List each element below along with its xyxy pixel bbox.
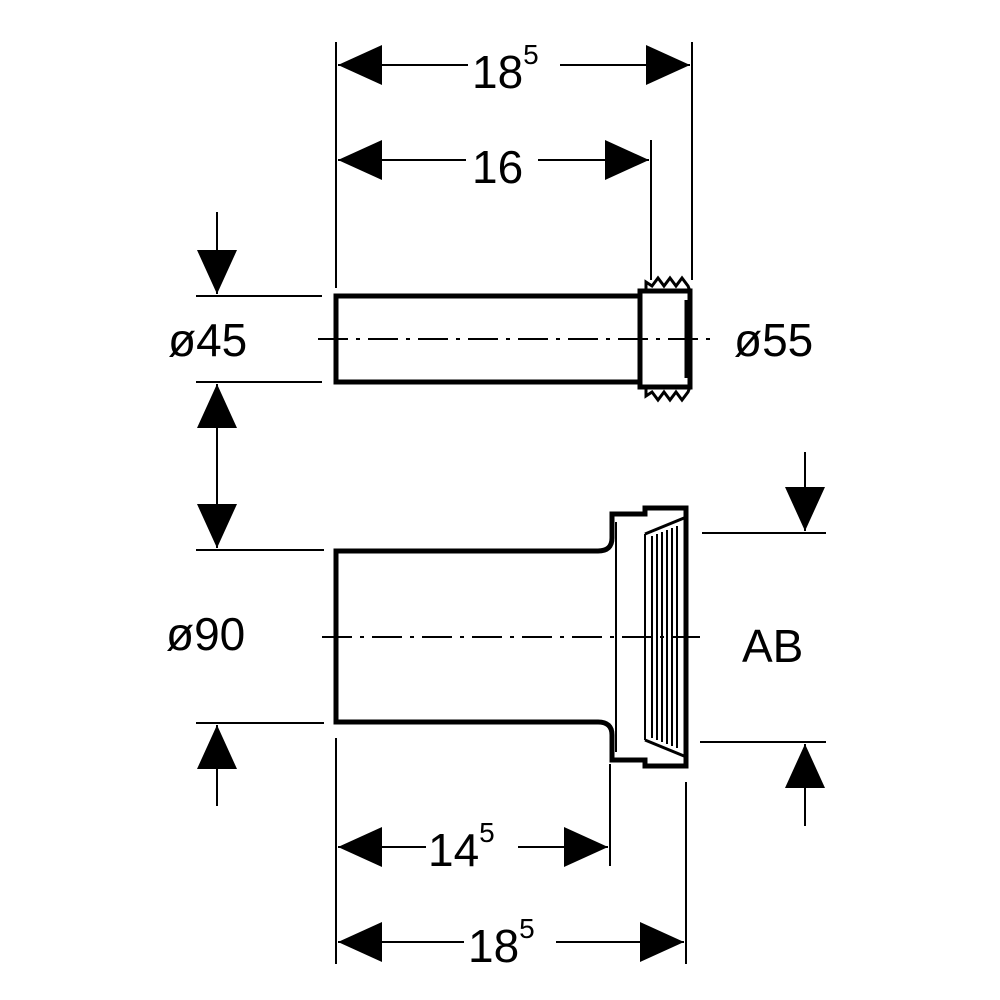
lower-total-length-label: 185 [468,913,535,972]
socket-ab-label: AB [742,620,803,672]
lower-pipe: ø90 AB 145 [166,384,826,972]
lower-pipe-body [333,505,689,769]
upper-pipe: 185 16 ø45 ø55 [168,39,813,403]
upper-outer-diameter-label: ø55 [734,314,813,366]
upper-body-length-label: 16 [472,141,523,193]
lower-body-length-label: 145 [428,817,495,876]
lower-diameter-label: ø90 [166,608,245,660]
upper-inner-diameter-label: ø45 [168,314,247,366]
upper-total-length-label: 185 [472,39,539,98]
